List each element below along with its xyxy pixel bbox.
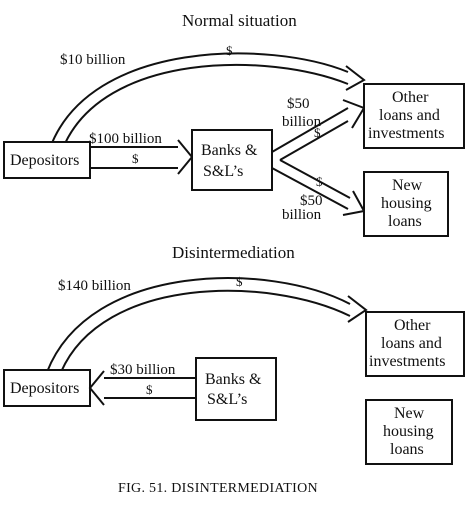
dollar-icon: $: [236, 274, 243, 289]
normal-other-box: [363, 83, 465, 149]
dollar-icon: $: [132, 151, 139, 166]
dis-arc-arrow-other: [46, 277, 368, 373]
dis-housing-box: [365, 399, 453, 465]
dollar-icon: $: [226, 43, 233, 58]
normal-title: Normal situation: [182, 11, 297, 30]
dollar-icon: $: [316, 174, 323, 189]
dis-other-line1: Other: [394, 317, 431, 334]
normal-banks-box: [191, 129, 273, 191]
dis-flow-withdraw-label: $30 billion: [110, 362, 176, 378]
dis-other-line2: loans and: [381, 335, 442, 352]
normal-housing-line1: New: [392, 177, 423, 194]
normal-banks-line1: Banks &: [201, 142, 258, 159]
dollar-icon: $: [146, 382, 153, 397]
normal-housing-line2: housing: [381, 195, 432, 212]
dis-banks-box: [195, 357, 277, 421]
dis-flow-direct-label: $140 billion: [58, 278, 131, 294]
dis-housing-line3: loans: [390, 441, 424, 458]
normal-banks-line2: S&L’s: [203, 163, 243, 180]
normal-other-line2: loans and: [379, 107, 440, 124]
normal-flow-housing-2: billion: [282, 207, 322, 223]
dis-other-box: [365, 311, 465, 377]
normal-depositors-label: Depositors: [10, 152, 79, 169]
normal-flow-other-2: billion: [282, 114, 322, 130]
normal-other-line1: Other: [392, 89, 429, 106]
normal-depositors-box: [3, 141, 91, 179]
dis-other-line3: investments: [369, 353, 445, 370]
normal-flow-banks-label: $100 billion: [89, 131, 162, 147]
normal-housing-line3: loans: [388, 213, 422, 230]
disintermediation-title: Disintermediation: [172, 243, 295, 262]
dis-arrow-to-depositors: [88, 370, 196, 406]
dis-housing-line1: New: [394, 405, 425, 422]
normal-flow-housing-1: $50: [300, 193, 323, 209]
normal-flow-other-1: $50: [287, 96, 310, 112]
dis-depositors-label: Depositors: [10, 380, 79, 397]
normal-other-line3: investments: [368, 125, 444, 142]
dollar-icon: $: [314, 125, 321, 140]
normal-flow-direct-label: $10 billion: [60, 52, 126, 68]
figure-caption: FIG. 51. DISINTERMEDIATION: [118, 481, 318, 496]
dis-housing-line2: housing: [383, 423, 434, 440]
dis-banks-line2: S&L’s: [207, 391, 247, 408]
normal-arc-arrow-other: [49, 52, 366, 149]
normal-housing-box: [363, 171, 449, 237]
dis-banks-line1: Banks &: [205, 371, 262, 388]
